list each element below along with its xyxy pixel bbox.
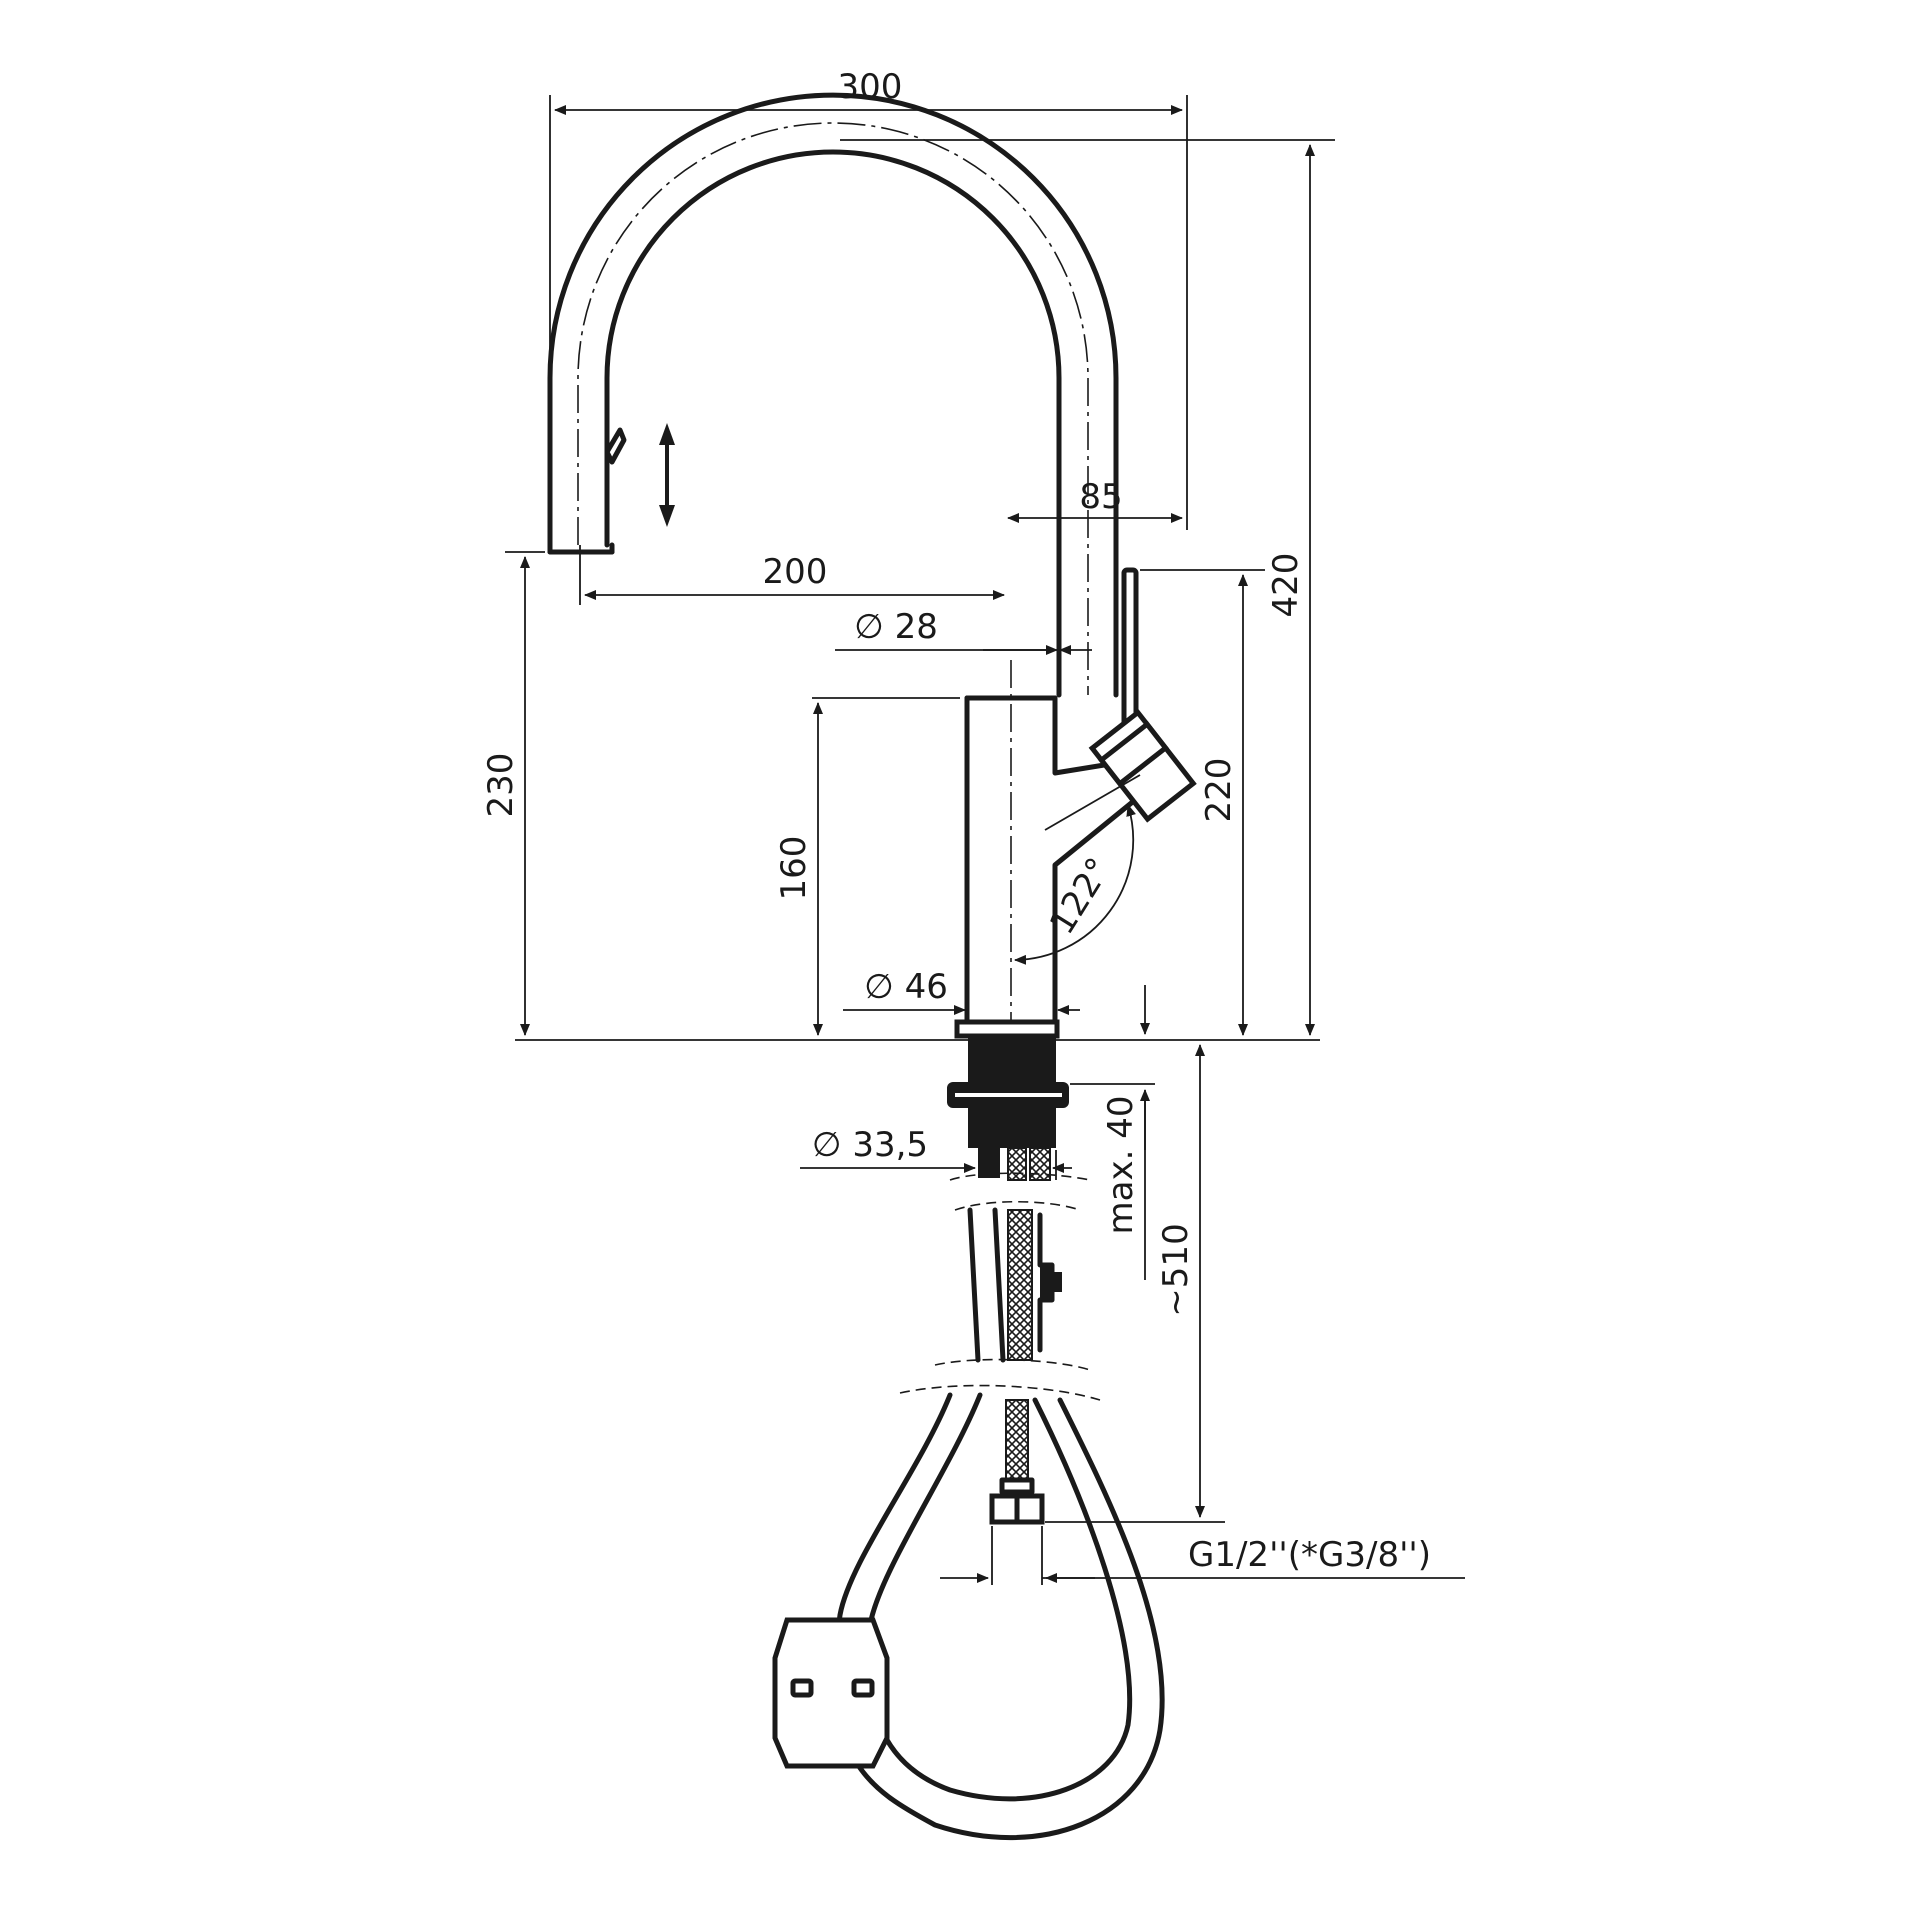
lever-cartridge — [1088, 708, 1197, 823]
label-body-diameter: ∅ 46 — [864, 967, 948, 1007]
spout-centerline — [577, 122, 1089, 695]
label-outlet-height: 230 — [481, 753, 521, 818]
spout-outer-contour — [547, 92, 1119, 698]
spout-inner-contour — [604, 149, 1062, 698]
label-max-deck: max. 40 — [1101, 1096, 1141, 1235]
double-arrow-vertical-icon — [659, 423, 675, 527]
label-spout-diameter: ∅ 28 — [854, 607, 938, 647]
label-handle-offset: 85 — [1079, 477, 1122, 517]
mounting-shank — [968, 1036, 1056, 1082]
pullout-hose-left — [967, 1207, 981, 1363]
label-connection-thread: G1/2''(*G3/8'') — [1188, 1535, 1431, 1575]
label-thread-diameter: ∅ 33,5 — [812, 1125, 928, 1165]
pullout-hose-right — [992, 1207, 1006, 1363]
supply-hose-middle — [1007, 1209, 1033, 1361]
break-line-3 — [934, 1358, 1091, 1371]
check-valve-tab — [1054, 1272, 1062, 1292]
faucet-body — [547, 92, 1197, 1181]
hose-loop-inner — [865, 1392, 1133, 1802]
lever-handle — [1121, 567, 1139, 733]
label-handle-height: 220 — [1199, 758, 1239, 823]
dim-handle-angle — [1014, 804, 1136, 965]
weight-screw-left — [790, 1678, 814, 1698]
label-spout-reach: 200 — [763, 552, 828, 592]
supply-connector-left — [978, 1148, 1000, 1178]
hose-weight — [772, 1617, 890, 1769]
handle-axis — [1044, 774, 1141, 831]
hoses — [772, 1172, 1165, 1840]
label-overall-width: 300 — [838, 67, 903, 107]
cartridge-ring — [1097, 720, 1170, 788]
break-line-1 — [949, 1172, 1091, 1181]
supply-hose-top-2 — [1029, 1147, 1051, 1181]
supply-hose-bottom — [1005, 1399, 1029, 1481]
label-overall-height: 420 — [1266, 553, 1306, 618]
weight-screw-right — [851, 1678, 875, 1698]
label-body-height: 160 — [774, 836, 814, 901]
break-line-2 — [954, 1200, 1081, 1211]
supply-fitting-collar — [999, 1477, 1035, 1495]
hose-loop-outer — [833, 1392, 1165, 1840]
dimension-lines — [505, 95, 1465, 1585]
check-valve-body — [1040, 1265, 1054, 1300]
supply-hose-top — [1007, 1147, 1027, 1181]
spray-head-button — [604, 427, 627, 465]
base-ring — [954, 1019, 1060, 1039]
label-hose-length: ~510 — [1156, 1223, 1196, 1316]
mounting-lower — [968, 1108, 1056, 1148]
break-line-4 — [899, 1384, 1101, 1401]
